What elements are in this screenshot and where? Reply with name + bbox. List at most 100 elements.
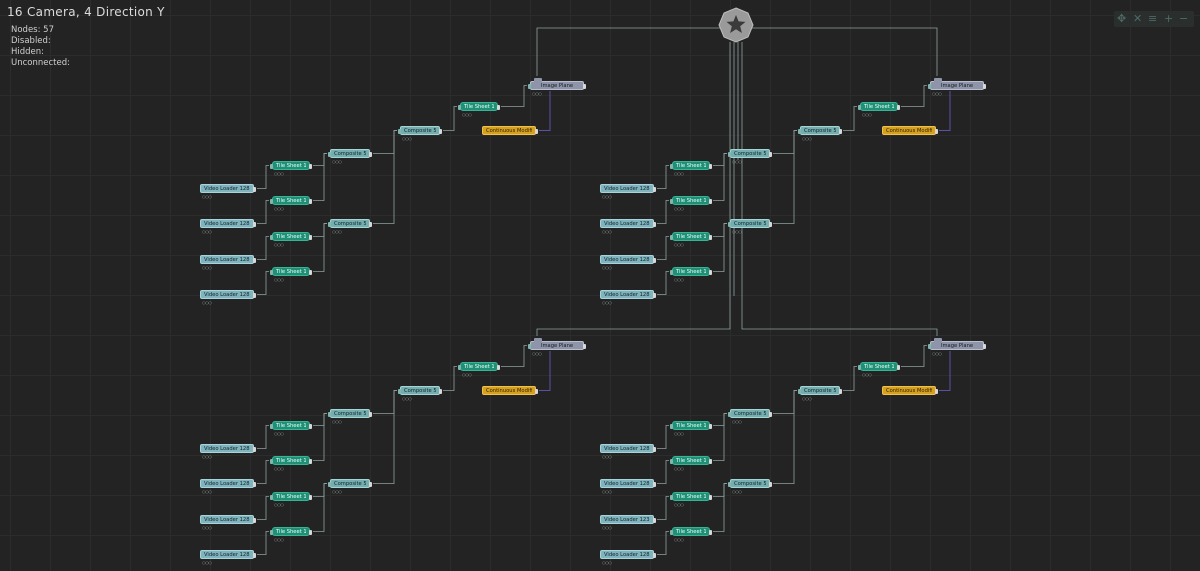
composite-node[interactable]: Composite 5...○○○: [328, 409, 372, 424]
output-port[interactable]: [653, 482, 656, 487]
input-port[interactable]: [670, 530, 673, 535]
composite-node[interactable]: Composite 5...○○○: [728, 219, 772, 234]
output-port[interactable]: [653, 518, 656, 523]
input-port[interactable]: [398, 129, 401, 134]
input-port[interactable]: [458, 365, 461, 370]
output-port[interactable]: [253, 187, 256, 192]
tile-sheet-node[interactable]: Tile Sheet 19...○○○: [458, 102, 500, 117]
minus-icon[interactable]: −: [1179, 12, 1189, 25]
output-port[interactable]: [769, 222, 772, 227]
output-port[interactable]: [709, 164, 712, 169]
video-loader-node[interactable]: Video Loader 128...○○○: [200, 479, 256, 494]
output-port[interactable]: [253, 222, 256, 227]
image-plane-node[interactable]: Image Plane○○○: [928, 78, 986, 96]
output-port[interactable]: [253, 482, 256, 487]
output-port[interactable]: [309, 164, 312, 169]
tile-sheet-node[interactable]: Tile Sheet 19...○○○: [270, 492, 312, 507]
input-port[interactable]: [728, 222, 731, 227]
tile-sheet-node[interactable]: Tile Sheet 19...○○○: [670, 527, 712, 542]
output-port[interactable]: [983, 84, 986, 89]
video-loader-node[interactable]: Video Loader 128...○○○: [600, 479, 656, 494]
output-port[interactable]: [653, 293, 656, 298]
input-port[interactable]: [328, 412, 331, 417]
input-port[interactable]: [270, 270, 273, 275]
output-port[interactable]: [309, 199, 312, 204]
input-port[interactable]: [270, 424, 273, 429]
video-loader-node[interactable]: Video Loader 128...○○○: [600, 550, 656, 565]
list-icon[interactable]: ≡: [1148, 12, 1158, 25]
output-port[interactable]: [653, 222, 656, 227]
tile-sheet-node[interactable]: Tile Sheet 19...○○○: [670, 267, 712, 282]
output-port[interactable]: [839, 389, 842, 394]
tile-sheet-node[interactable]: Tile Sheet 19...○○○: [670, 196, 712, 211]
tile-sheet-node[interactable]: Tile Sheet 19...○○○: [670, 456, 712, 471]
output-port[interactable]: [983, 344, 986, 349]
output-port[interactable]: [769, 482, 772, 487]
input-port[interactable]: [528, 84, 531, 89]
output-port[interactable]: [839, 129, 842, 134]
tile-sheet-node[interactable]: Tile Sheet 19...○○○: [858, 102, 900, 117]
output-port[interactable]: [709, 530, 712, 535]
continuous-modifier-node[interactable]: Continuous Modifier: [482, 386, 538, 395]
output-port[interactable]: [253, 293, 256, 298]
input-port[interactable]: [928, 344, 931, 349]
input-port[interactable]: [670, 270, 673, 275]
continuous-modifier-node[interactable]: Continuous Modifier: [882, 386, 938, 395]
video-loader-node[interactable]: Video Loader 128...○○○: [200, 444, 256, 459]
output-port[interactable]: [897, 105, 900, 110]
output-port[interactable]: [309, 495, 312, 500]
fit-view-icon[interactable]: ✕: [1133, 12, 1143, 25]
continuous-modifier-node[interactable]: Continuous Modifier: [482, 126, 538, 135]
output-port[interactable]: [497, 105, 500, 110]
tile-sheet-node[interactable]: Tile Sheet 19...○○○: [858, 362, 900, 377]
output-port[interactable]: [309, 235, 312, 240]
output-port[interactable]: [497, 365, 500, 370]
video-loader-node[interactable]: Video Loader 128...○○○: [600, 290, 656, 305]
continuous-modifier-node[interactable]: Continuous Modifier: [882, 126, 938, 135]
output-port[interactable]: [309, 424, 312, 429]
tile-sheet-node[interactable]: Tile Sheet 19...○○○: [670, 232, 712, 247]
input-port[interactable]: [328, 222, 331, 227]
output-port[interactable]: [769, 152, 772, 157]
input-port[interactable]: [798, 389, 801, 394]
output-port[interactable]: [935, 389, 938, 394]
image-plane-node[interactable]: Image Plane○○○: [528, 78, 586, 96]
output-port[interactable]: [653, 553, 656, 558]
input-port[interactable]: [270, 459, 273, 464]
output-port[interactable]: [709, 235, 712, 240]
tile-sheet-node[interactable]: Tile Sheet 19...○○○: [670, 492, 712, 507]
output-port[interactable]: [709, 495, 712, 500]
video-loader-node[interactable]: Video Loader 128...○○○: [200, 515, 256, 530]
output-port[interactable]: [253, 258, 256, 263]
tile-sheet-node[interactable]: Tile Sheet 19...○○○: [270, 161, 312, 176]
output-port[interactable]: [935, 129, 938, 134]
output-port[interactable]: [769, 412, 772, 417]
input-port[interactable]: [728, 152, 731, 157]
video-loader-node[interactable]: Video Loader 128...○○○: [600, 219, 656, 234]
image-plane-node[interactable]: Image Plane○○○: [928, 338, 986, 356]
composite-node[interactable]: Composite 5...○○○: [398, 126, 442, 141]
output-port[interactable]: [253, 518, 256, 523]
input-port[interactable]: [328, 152, 331, 157]
composite-node[interactable]: Composite 5...○○○: [328, 479, 372, 494]
video-loader-node[interactable]: Video Loader 128...○○○: [600, 444, 656, 459]
input-port[interactable]: [858, 105, 861, 110]
input-port[interactable]: [270, 199, 273, 204]
output-port[interactable]: [309, 530, 312, 535]
output-port[interactable]: [653, 447, 656, 452]
output-port[interactable]: [535, 389, 538, 394]
output-port[interactable]: [369, 482, 372, 487]
input-port[interactable]: [928, 84, 931, 89]
output-port[interactable]: [709, 270, 712, 275]
output-port[interactable]: [309, 459, 312, 464]
output-port[interactable]: [583, 84, 586, 89]
input-port[interactable]: [670, 235, 673, 240]
input-port[interactable]: [528, 344, 531, 349]
video-loader-node[interactable]: Video Loader 128...○○○: [200, 184, 256, 199]
tile-sheet-node[interactable]: Tile Sheet 19...○○○: [670, 421, 712, 436]
output-port[interactable]: [897, 365, 900, 370]
tile-sheet-node[interactable]: Tile Sheet 19...○○○: [270, 527, 312, 542]
output-port[interactable]: [653, 258, 656, 263]
video-loader-node[interactable]: Video Loader 123...○○○: [600, 515, 656, 530]
